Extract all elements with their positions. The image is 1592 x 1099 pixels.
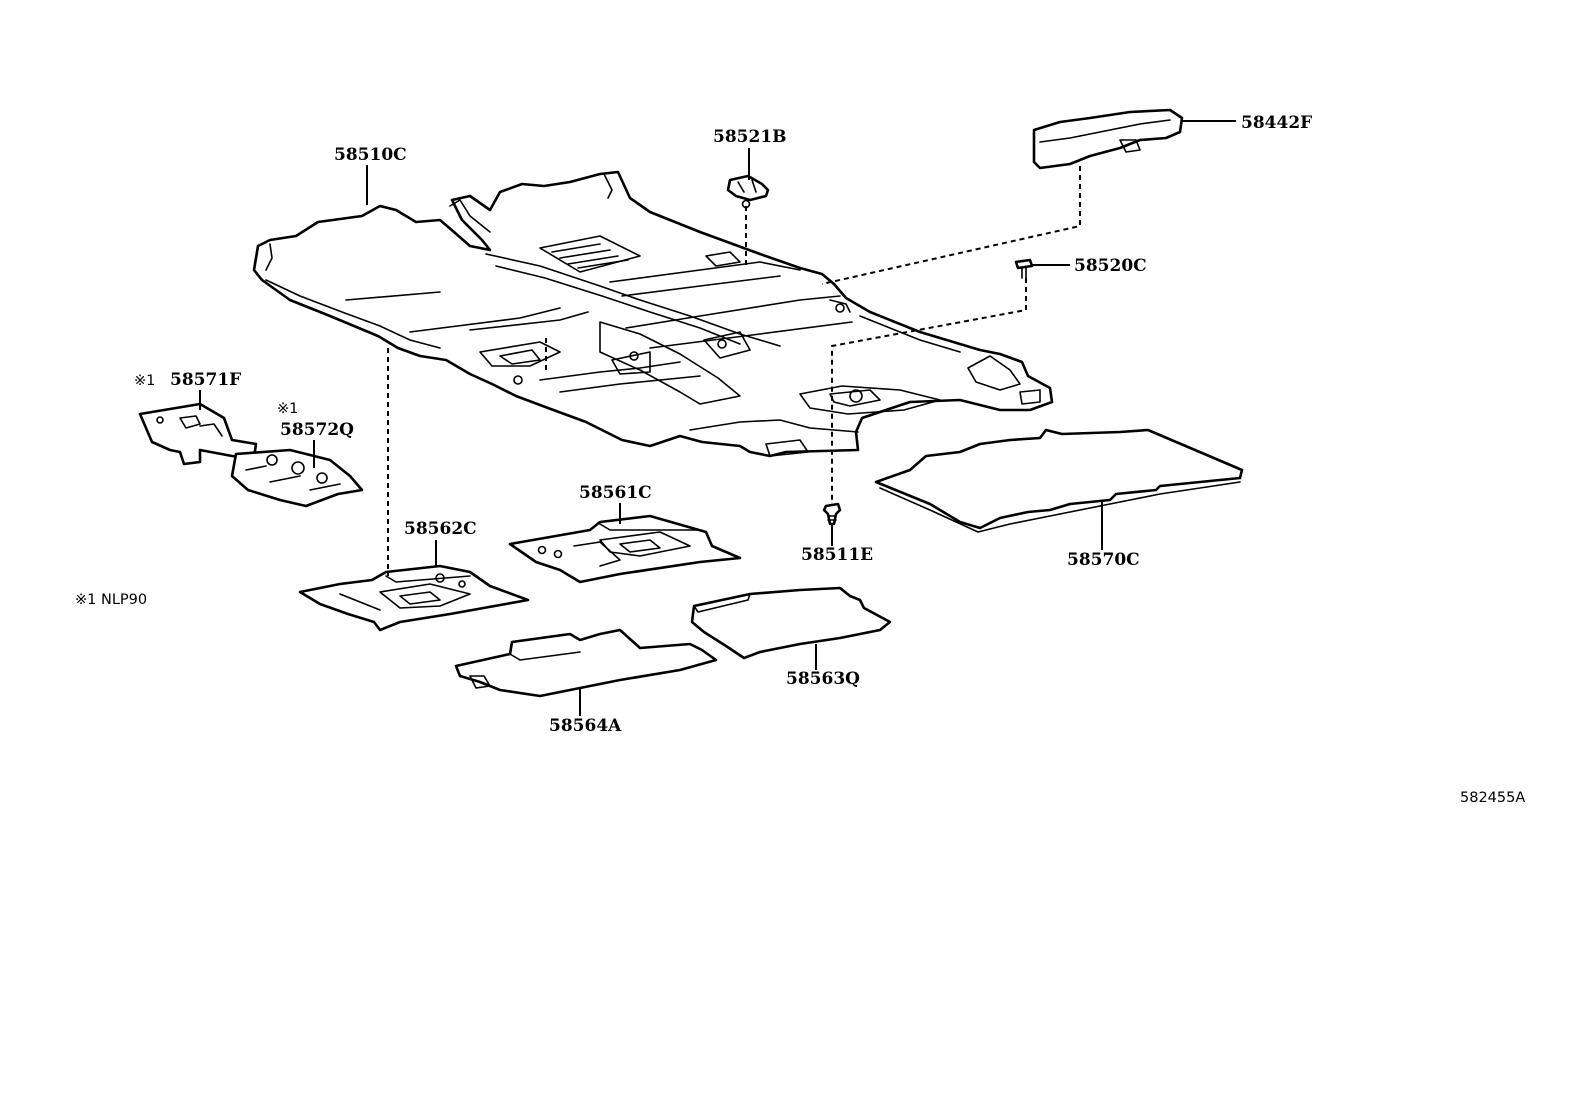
label-58511E: 58511E bbox=[801, 545, 873, 565]
figure-id: 582455A bbox=[1460, 790, 1525, 806]
clip-58511E bbox=[822, 502, 842, 526]
label-58561C: 58561C bbox=[579, 483, 652, 503]
silencer-58572Q bbox=[230, 448, 364, 508]
silencer-58571F bbox=[138, 402, 258, 466]
legend-note: ※1 NLP90 bbox=[75, 592, 147, 608]
floor-carpet-58510C bbox=[252, 170, 1054, 458]
label-58570C: 58570C bbox=[1067, 550, 1140, 570]
mark-58572Q: ※1 bbox=[277, 401, 298, 417]
mat-58564A bbox=[454, 628, 718, 698]
label-58571F: 58571F bbox=[170, 370, 241, 390]
mat-58562C bbox=[298, 564, 530, 632]
label-58563Q: 58563Q bbox=[786, 669, 860, 689]
mark-58571F: ※1 bbox=[134, 373, 155, 389]
clip-58521B bbox=[726, 174, 770, 209]
mat-58570C bbox=[874, 428, 1244, 533]
mat-58561C bbox=[508, 514, 742, 584]
label-58562C: 58562C bbox=[404, 519, 477, 539]
part-labels: 58510C 58521B 58442F 58520C ※1 58571F ※1… bbox=[75, 113, 1525, 806]
label-58521B: 58521B bbox=[713, 127, 787, 147]
console-box-58442F bbox=[1032, 108, 1184, 170]
screw-58520C bbox=[1014, 258, 1034, 279]
label-58564A: 58564A bbox=[549, 716, 622, 736]
assembly-dashed-lines bbox=[387, 166, 1081, 576]
label-58520C: 58520C bbox=[1074, 256, 1147, 276]
mat-58563Q bbox=[690, 586, 892, 660]
label-58572Q: 58572Q bbox=[280, 420, 354, 440]
leader-lines bbox=[199, 120, 1236, 716]
label-58510C: 58510C bbox=[334, 145, 407, 165]
label-58442F: 58442F bbox=[1241, 113, 1312, 133]
